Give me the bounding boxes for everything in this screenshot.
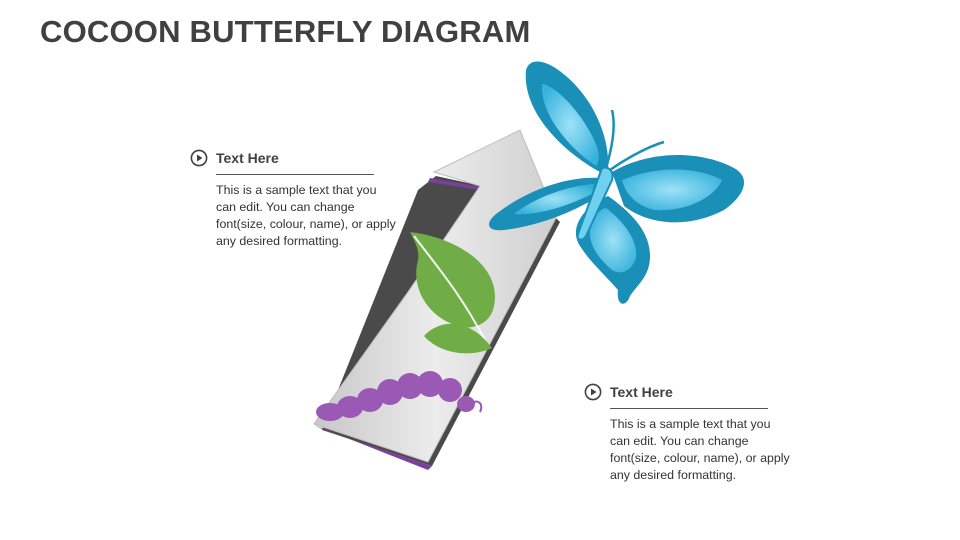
- text-block-2: Text Here This is a sample text that you…: [584, 382, 790, 484]
- text-block-1: Text Here This is a sample text that you…: [190, 148, 396, 250]
- text-block-heading: Text Here: [610, 384, 673, 400]
- caterpillar-icon: [316, 371, 483, 421]
- text-block-body: This is a sample text that you can edit.…: [610, 417, 790, 482]
- divider: [610, 408, 768, 409]
- text-block-body: This is a sample text that you can edit.…: [216, 183, 396, 248]
- text-block-heading: Text Here: [216, 150, 279, 166]
- butterfly-icon: [489, 61, 745, 304]
- leaf-icon: [410, 232, 495, 354]
- play-circle-icon: [584, 383, 602, 401]
- play-circle-icon: [190, 149, 208, 167]
- page-title: COCOON BUTTERFLY DIAGRAM: [40, 14, 531, 49]
- divider: [216, 174, 374, 175]
